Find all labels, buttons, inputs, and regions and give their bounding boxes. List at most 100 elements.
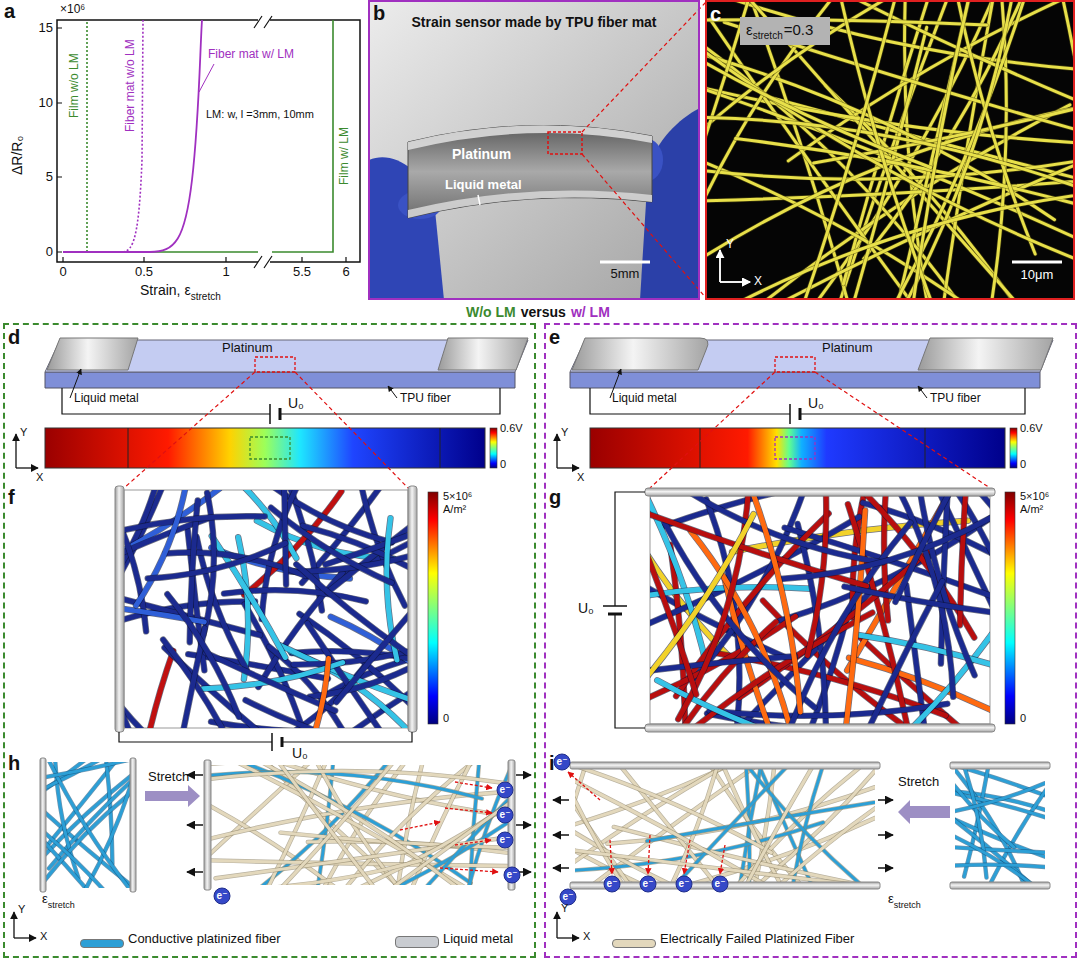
fiber-outline — [788, 2, 929, 298]
illustration-part — [199, 64, 214, 92]
illustration-part — [950, 762, 1050, 769]
tick-label: 0 — [46, 245, 53, 260]
illustration-part — [570, 762, 880, 769]
illustration-part — [590, 388, 1025, 414]
fiber-outline — [790, 523, 910, 724]
panel-letter: b — [373, 2, 385, 25]
illustration-part — [124, 490, 408, 728]
illustration-part — [553, 799, 569, 801]
fiber-outline — [780, 508, 990, 579]
illustration-part — [707, 2, 1073, 298]
fiber — [46, 762, 130, 888]
fiber — [748, 496, 801, 712]
panel-group: dPlatinumLiquid metalTPU fiberU₀0.6V0YXf… — [3, 323, 536, 958]
fiber — [788, 2, 929, 298]
fiber — [734, 2, 1073, 149]
illustration-part — [214, 888, 230, 904]
illustration-part — [63, 20, 143, 252]
fiber — [895, 496, 990, 602]
fiber — [907, 2, 1007, 298]
illustration-part — [15, 434, 16, 468]
panel-letter: i — [549, 752, 555, 775]
illustration-part — [57, 28, 346, 262]
axis-label: Y — [561, 902, 568, 915]
fiber — [914, 496, 974, 675]
sem-panel: cεstretch=0.310μmYX — [705, 0, 1075, 300]
legend-text: Liquid metal — [443, 932, 513, 947]
illustration-part — [400, 782, 498, 872]
illustration-part — [46, 762, 130, 888]
fiber — [707, 2, 859, 298]
illustration-part — [556, 434, 557, 468]
illustration-part — [608, 613, 622, 616]
text-label: Liquid metal — [612, 392, 677, 406]
illustration-part — [187, 824, 203, 826]
fiber — [955, 811, 1045, 882]
fiber — [294, 644, 408, 664]
fiber-outline — [955, 865, 1045, 872]
illustration-part — [204, 760, 211, 890]
illustration-part — [1005, 492, 1015, 724]
fiber-outline — [707, 22, 1073, 273]
fiber — [284, 490, 287, 585]
illustration-part — [684, 840, 690, 874]
axis-label: Y — [561, 426, 568, 439]
tick-label: 0 — [59, 265, 66, 280]
illustration-part — [740, 17, 830, 45]
fiber-outline — [955, 777, 1045, 820]
panel-letter: a — [4, 0, 15, 23]
illustration-part — [130, 758, 136, 892]
panel-group: ePlatinumLiquid metalTPU fiberU₀0.6V0YXg… — [544, 323, 1077, 958]
illustration-part — [712, 876, 728, 892]
fiber-outline — [955, 769, 987, 878]
illustration-part — [615, 492, 645, 728]
heading: w/ LM — [571, 304, 610, 320]
fiber-outline — [294, 644, 408, 664]
electron-label: e⁻ — [217, 890, 228, 902]
illustration-part — [645, 724, 995, 732]
panel-letter: f — [8, 486, 15, 509]
illustration-part — [719, 250, 721, 282]
illustration-part — [455, 782, 492, 788]
fiber-outline — [46, 762, 130, 888]
fiber-outline — [284, 490, 287, 585]
electron-label: e⁻ — [679, 878, 690, 890]
illustration-part — [45, 372, 515, 388]
axis-label: X — [754, 275, 762, 289]
illustration-part — [13, 912, 14, 938]
electron-label: e⁻ — [643, 878, 654, 890]
text-label: U₀ — [578, 600, 594, 616]
illustration-part — [789, 404, 791, 424]
illustration-part — [878, 799, 893, 801]
tick-label: 1 — [222, 265, 229, 280]
fiber — [844, 587, 990, 622]
fiber-outline — [650, 514, 754, 710]
illustration-part — [408, 190, 652, 218]
fiber — [138, 651, 173, 728]
panel-g-art — [559, 383, 1080, 832]
electron-label: e⁻ — [500, 809, 511, 821]
illustration-part — [214, 782, 520, 904]
illustration-part — [187, 871, 203, 873]
illustration-part — [640, 876, 656, 892]
heading: versus — [521, 304, 566, 320]
fiber — [336, 593, 408, 702]
text-label: ε — [42, 892, 48, 907]
fiber-outline — [734, 2, 1073, 149]
illustration-part — [553, 867, 569, 869]
illustration-part — [504, 867, 520, 883]
illustration-part — [516, 774, 531, 776]
axis-title: ΔR/R₀ — [9, 136, 25, 175]
illustration-part — [187, 774, 203, 776]
illustration-part — [720, 281, 750, 283]
electron-label: e⁻ — [607, 878, 618, 890]
illustration-part — [557, 467, 579, 468]
illustration-part — [497, 782, 513, 798]
illustration-part — [455, 840, 491, 845]
illustration-part — [572, 338, 708, 370]
panel-letter: e — [549, 326, 560, 349]
text-label: Platinum — [222, 341, 273, 356]
scale-label: 5mm — [611, 267, 640, 282]
fiber — [46, 801, 130, 888]
